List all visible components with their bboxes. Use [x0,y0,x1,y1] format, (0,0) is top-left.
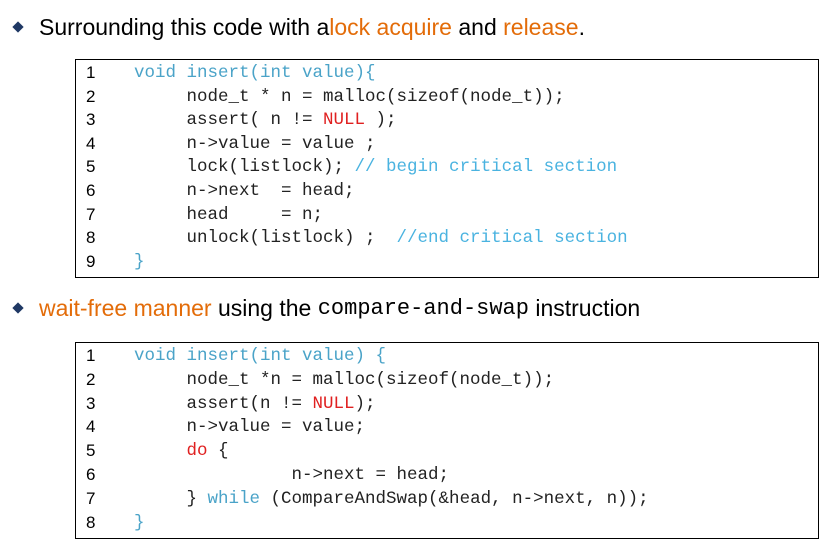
code-token: node_t * n = malloc(sizeof(node_t)); [134,86,565,107]
line-number: 6 [86,465,96,484]
code-token: } [134,488,208,509]
code-token: //end critical section [396,228,628,249]
code-text: unlock(listlock) ; //end critical sectio… [134,226,628,250]
code-text: } [134,511,145,535]
code-token: unlock(listlock) ; [134,228,397,249]
line-number: 3 [86,110,96,130]
line-number: 1 [86,346,96,365]
code-token: while [207,488,261,509]
bullet-lock: Surrounding this code with a lock acquir… [10,10,585,44]
code-text: lock(listlock); // begin critical sectio… [134,155,618,179]
line-number: 9 [86,251,96,271]
line-number: 2 [86,369,96,389]
code-token: lock(listlock); [134,157,355,178]
line-number: 3 [86,393,96,413]
bullet2-using: using the [211,294,318,321]
line-number: 5 [86,441,96,461]
release-text: release [503,13,579,40]
code-token: // begin critical section [354,157,618,178]
line-number: 4 [86,417,96,437]
code-text: do { [134,439,229,463]
code-block-lock: 1 void insert(int value){ 2 node_t * n = m… [75,59,819,278]
line-number: 2 [86,86,96,106]
code-token: (CompareAndSwap(&head, n->next, n)); [260,488,649,509]
bullet1-period: . [578,13,585,40]
code-text: n->value = value; [134,415,366,439]
code-text: void insert(int value) { [134,344,386,368]
code-token: NULL [323,110,366,131]
code-token: node_t *n = malloc(sizeof(node_t)); [134,369,555,390]
code-token: n->next = head; [134,465,450,485]
line-number: 5 [86,157,96,177]
code-token: int [260,346,292,366]
code-token: } [134,251,145,272]
cas-text: compare-and-swap [317,295,529,321]
code-token: assert(n != [134,393,313,414]
line-number: 7 [86,488,96,508]
bullet2-instruction: instruction [528,294,641,321]
line-number: 8 [86,228,96,248]
code-text: node_t * n = malloc(sizeof(node_t)); [134,85,565,109]
code-block-cas: 1 void insert(int value) { 2 node_t *n = m… [75,342,819,539]
code-token: int [260,63,292,83]
code-token: } [134,512,145,533]
code-text: assert(n != NULL); [134,392,376,416]
lock-acquire-text: lock acquire [329,13,452,40]
code-token: ); [365,110,397,131]
code-text: } [134,250,145,274]
code-text: } while (CompareAndSwap(&head, n->next, … [134,487,649,511]
code-text: assert( n != NULL ); [134,108,397,132]
code-token: void insert( [134,346,261,366]
code-text: n->next = head; [134,463,450,487]
code-token: assert( n != [134,110,324,131]
line-number: 7 [86,204,96,224]
code-token: head = n; [134,204,324,225]
bullet-diamond-icon [12,302,24,314]
bullet1-and: and [451,13,504,40]
code-token: n->next = head; [134,181,355,201]
code-token: ); [354,393,376,414]
code-token: void insert( [134,63,261,83]
code-token: NULL [312,393,355,414]
bullet1-prefix: Surrounding this code with a [39,13,330,40]
code-token: n->value = value; [134,417,366,438]
code-text: node_t *n = malloc(sizeof(node_t)); [134,368,555,392]
code-text: n->next = head; [134,179,355,203]
bullet-diamond-icon [12,21,24,33]
code-text: void insert(int value){ [134,61,376,85]
bullet-wait-free: wait-free manner using the compare-and-s… [10,291,640,325]
code-token [134,441,187,461]
line-number: 6 [86,181,96,200]
line-number: 4 [86,133,96,153]
wait-free-text: wait-free manner [39,294,212,321]
line-number: 8 [86,512,96,532]
code-token: do [186,441,208,462]
code-token: n->value = value ; [134,133,376,154]
code-text: n->value = value ; [134,132,376,156]
code-text: head = n; [134,203,324,227]
code-token: value) { [291,346,387,366]
code-token: value){ [291,63,376,83]
line-number: 1 [86,63,96,82]
code-token: { [207,441,229,462]
